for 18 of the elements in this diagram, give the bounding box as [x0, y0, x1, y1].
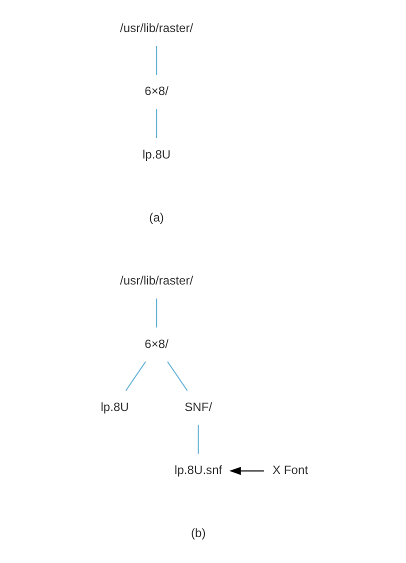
connector: [198, 424, 199, 454]
node-text: X Font: [272, 463, 308, 478]
node-text: /usr/lib/raster/: [120, 21, 194, 36]
connector: [156, 109, 158, 138]
connector: [125, 361, 146, 391]
connector: [156, 298, 158, 328]
node-text: /usr/lib/raster/: [120, 274, 194, 288]
node-text: lp.8U.snf: [174, 463, 222, 478]
label: (b): [190, 526, 206, 540]
connector: [167, 361, 188, 391]
node-text: lp.8U: [100, 400, 129, 414]
node-text: 6×8/: [144, 84, 168, 98]
node-text: 6×8/: [144, 336, 168, 351]
arrow: [229, 466, 264, 475]
node-text: lp.8U: [142, 147, 171, 162]
node-text: SNF/: [184, 400, 212, 414]
connector: [156, 46, 158, 75]
label: (a): [149, 210, 164, 225]
